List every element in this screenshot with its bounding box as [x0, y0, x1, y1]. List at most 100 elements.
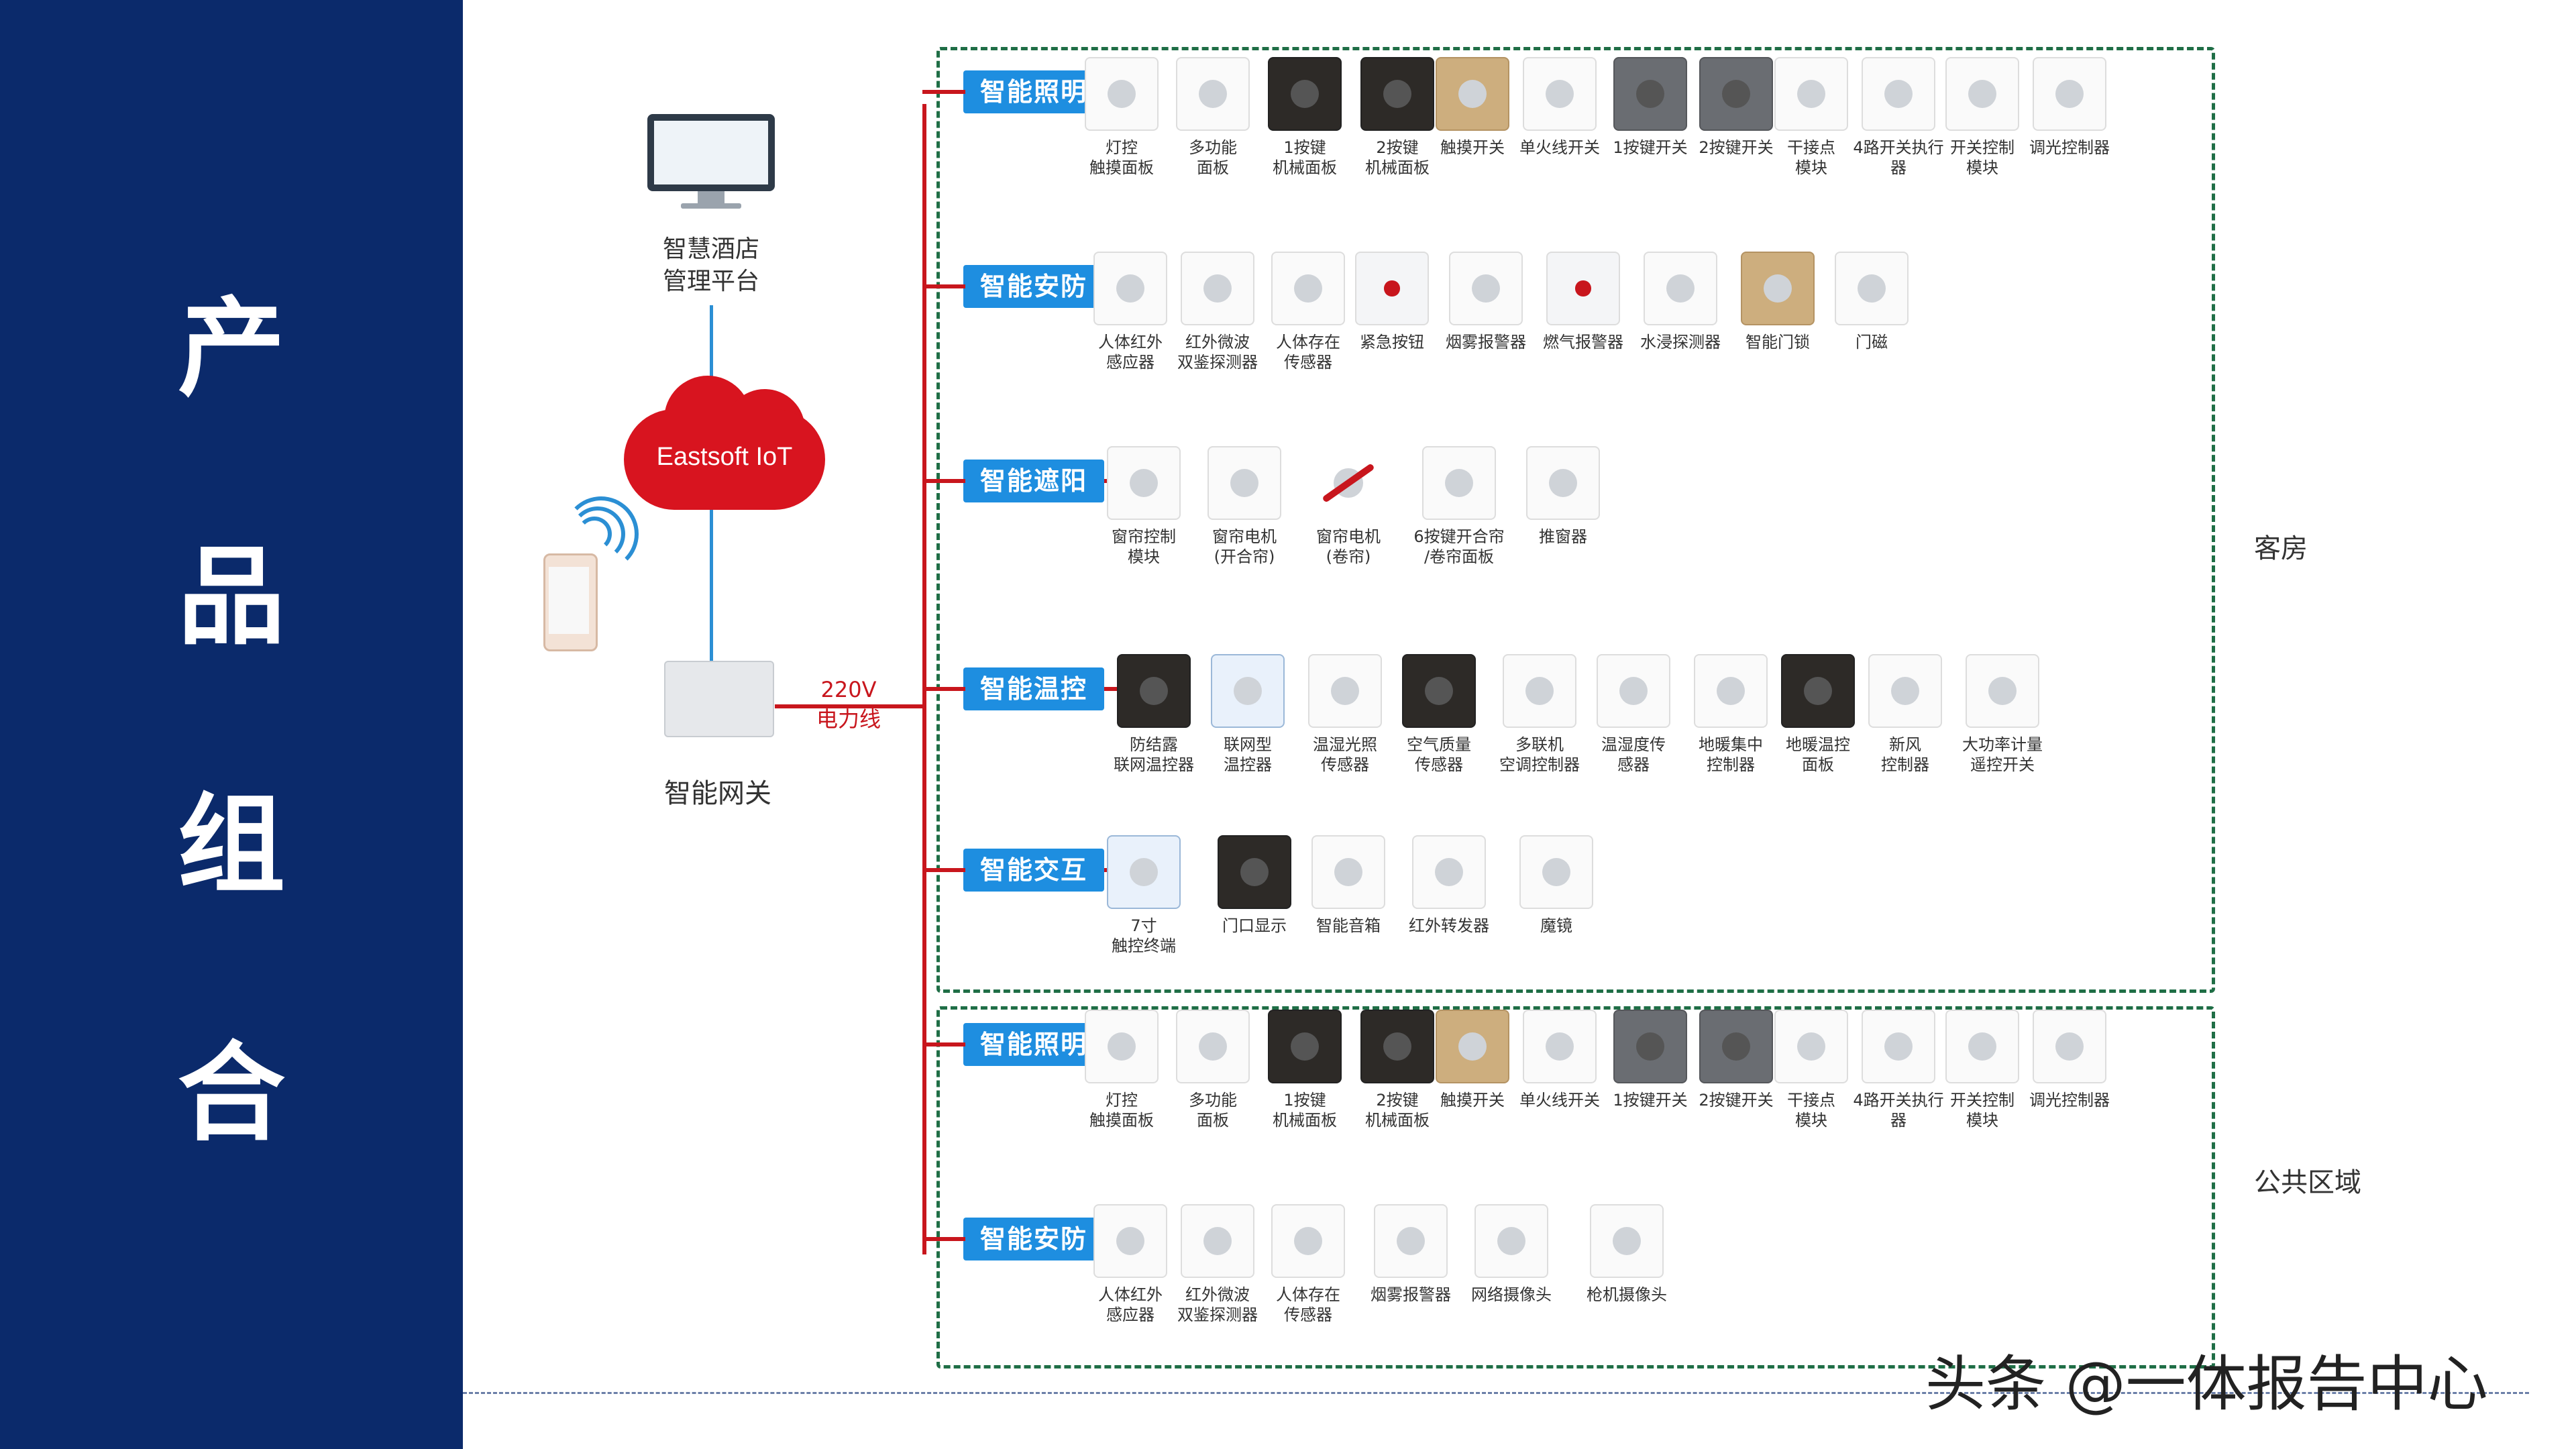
- device-label: 红外转发器: [1409, 916, 1489, 935]
- touch-switch-icon: [1436, 1010, 1509, 1083]
- device-item: 新风 控制器: [1858, 654, 1952, 775]
- bus-branch: [922, 1237, 965, 1241]
- device-detail: [1424, 676, 1454, 706]
- single-fire-switch-icon: [1523, 1010, 1597, 1083]
- gateway-label: 智能网关: [664, 778, 771, 809]
- device-detail: [1619, 676, 1648, 706]
- device-detail: [1803, 676, 1833, 706]
- device-item: 灯控 触摸面板: [1075, 1010, 1169, 1130]
- device-label: 联网型 温控器: [1224, 735, 1272, 774]
- touch-switch-icon: [1436, 57, 1509, 131]
- four-way-actuator-icon: [1862, 1010, 1935, 1083]
- device-detail: [1384, 280, 1400, 297]
- cloud-label: Eastsoft IoT: [656, 443, 793, 471]
- device-detail: [1968, 79, 1997, 109]
- device-detail: [1716, 676, 1746, 706]
- two-key-panel-icon: [1360, 1010, 1434, 1083]
- region-label-public-area: 公共区域: [2254, 1167, 2361, 1198]
- device-detail: [1968, 1032, 1997, 1061]
- device-label: 红外微波 双鉴探测器: [1177, 333, 1258, 372]
- device-detail: [1458, 79, 1487, 109]
- device-label: 触摸开关: [1440, 1091, 1505, 1110]
- device-label: 门口显示: [1222, 916, 1287, 935]
- device-label: 调光控制器: [2029, 1091, 2110, 1110]
- six-key-panel-icon: [1422, 446, 1496, 520]
- device-item: 烟雾报警器: [1364, 1204, 1458, 1305]
- device-label: 烟雾报警器: [1371, 1285, 1451, 1304]
- device-detail: [1203, 1226, 1232, 1256]
- category-tag: 智能温控: [963, 667, 1104, 710]
- bus-branch: [922, 1042, 965, 1046]
- bus-line: [922, 104, 926, 1254]
- device-item: 智能门锁: [1731, 252, 1825, 352]
- device-detail: [1612, 1226, 1642, 1256]
- dry-contact-module-icon: [1774, 1010, 1848, 1083]
- device-detail: [1107, 1032, 1136, 1061]
- dual-detector-icon: [1181, 252, 1254, 325]
- monitor-base: [681, 203, 741, 209]
- touch-panel-icon: [1085, 1010, 1159, 1083]
- dimmer-controller-icon: [2033, 57, 2106, 131]
- device-detail: [1434, 857, 1464, 887]
- device-detail: [1203, 274, 1232, 303]
- device-detail: [1542, 857, 1571, 887]
- device-detail: [1116, 1226, 1145, 1256]
- ir-repeater-icon: [1412, 835, 1486, 909]
- public-area-frame: [936, 1006, 2215, 1368]
- one-key-panel-icon: [1268, 1010, 1342, 1083]
- device-label: 多功能 面板: [1189, 1091, 1237, 1130]
- device-label: 空气质量 传感器: [1407, 735, 1471, 774]
- device-label: 干接点 模块: [1787, 1091, 1835, 1130]
- platform-label: 智慧酒店 管理平台: [662, 235, 759, 295]
- device-label: 水浸探测器: [1640, 333, 1721, 352]
- cloud-icon: [624, 409, 825, 510]
- side-title: 产 品 组 合: [0, 295, 463, 1288]
- device-detail: [1330, 676, 1360, 706]
- category-tag: 智能照明: [963, 1023, 1104, 1066]
- magic-mirror-icon: [1519, 835, 1593, 909]
- device-detail: [1290, 79, 1320, 109]
- smoke-alarm-icon: [1374, 1204, 1448, 1278]
- region-label-guest-room: 客房: [2254, 533, 2308, 564]
- touch-terminal-icon: [1107, 835, 1181, 909]
- device-label: 1按键开关: [1613, 1091, 1688, 1110]
- device-detail: [1721, 79, 1751, 109]
- device-item: 干接点 模块: [1764, 1010, 1858, 1130]
- device-label: 多功能 面板: [1189, 138, 1237, 177]
- ac-controller-icon: [1503, 654, 1576, 728]
- device-item: 调光控制器: [2023, 1010, 2116, 1110]
- pir-sensor-icon: [1093, 1204, 1167, 1278]
- device-item: 触摸开关: [1426, 57, 1519, 158]
- device-detail: [1230, 468, 1259, 498]
- device-label: 燃气报警器: [1543, 333, 1623, 352]
- dry-contact-module-icon: [1774, 57, 1848, 131]
- monitor-stand: [698, 191, 724, 205]
- device-item: 空气质量 传感器: [1392, 654, 1486, 775]
- device-item: 1按键开关: [1603, 57, 1697, 158]
- device-detail: [1383, 79, 1412, 109]
- category-tag: 智能遮阳: [963, 460, 1104, 502]
- category-tag: 智能照明: [963, 70, 1104, 113]
- device-item: 地暖集中 控制器: [1684, 654, 1778, 775]
- device-detail: [1575, 280, 1591, 297]
- device-label: 1按键开关: [1613, 138, 1688, 157]
- bus-branch: [922, 90, 965, 94]
- device-label: 红外微波 双鉴探测器: [1177, 1285, 1258, 1324]
- device-label: 枪机摄像头: [1587, 1285, 1667, 1304]
- device-item: 魔镜: [1509, 835, 1603, 936]
- power-line: [775, 704, 922, 708]
- category-tag: 智能安防: [963, 1218, 1104, 1260]
- device-detail: [1884, 79, 1913, 109]
- device-detail: [1763, 274, 1792, 303]
- device-label: 调光控制器: [2029, 138, 2110, 157]
- device-label: 人体存在 传感器: [1276, 1285, 1340, 1324]
- device-item: 联网型 温控器: [1201, 654, 1295, 775]
- device-label: 网络摄像头: [1471, 1285, 1552, 1304]
- device-item: 灯控 触摸面板: [1075, 57, 1169, 178]
- device-item: 1按键开关: [1603, 1010, 1697, 1110]
- device-detail: [1890, 676, 1920, 706]
- device-label: 新风 控制器: [1881, 735, 1929, 774]
- bus-branch: [922, 868, 965, 872]
- device-label: 人体红外 感应器: [1098, 1285, 1163, 1324]
- device-item: 多联机 空调控制器: [1493, 654, 1587, 775]
